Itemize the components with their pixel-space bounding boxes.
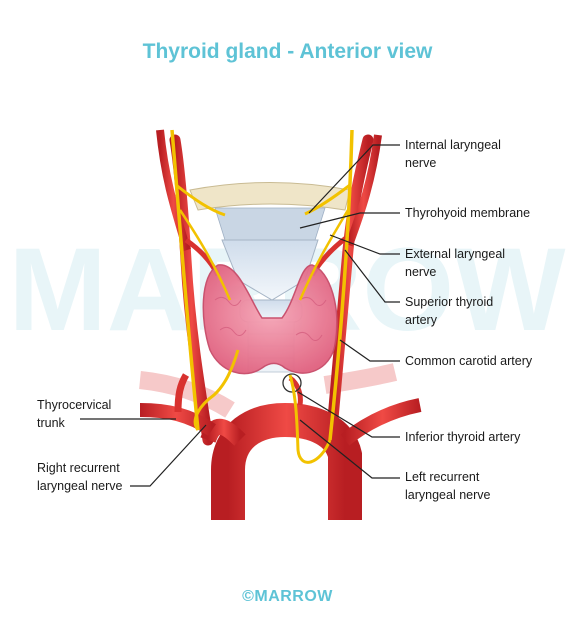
right-vagus-nerve [170, 129, 200, 431]
subclavian-vessel-left [139, 371, 235, 418]
label-thyrohyoid-membrane: Thyrohyoid membrane [405, 206, 531, 220]
left-vagus-nerve [328, 129, 354, 441]
label-right-recurrent-laryngeal-nerve: Right recurrent laryngeal nerve [37, 461, 123, 493]
right-external-carotid [156, 129, 191, 252]
left-external-carotid [345, 134, 382, 247]
left-external-laryngeal-nerve [298, 209, 350, 301]
left-subclavian-artery [340, 398, 422, 446]
right-internal-laryngeal-nerve [175, 183, 226, 217]
label-left-recurrent-laryngeal-nerve: Left recurrent laryngeal nerve [405, 470, 491, 502]
right-external-laryngeal-nerve [178, 209, 232, 301]
footer-brand: ©MARROW [242, 588, 333, 605]
label-external-laryngeal-nerve: External laryngeal nerve [405, 247, 506, 279]
right-common-carotid-artery [169, 134, 214, 446]
brachiocephalic-trunk [200, 418, 246, 446]
inferior-thyroid-artery-ring [282, 373, 302, 393]
thyrocervical-trunk-vessel [174, 373, 190, 413]
right-recurrent-laryngeal-nerve [193, 349, 240, 431]
label-internal-laryngeal-nerve: Internal laryngeal nerve [405, 138, 501, 170]
left-recurrent-laryngeal-nerve [288, 374, 332, 464]
hyoid-bone [189, 182, 351, 211]
label-superior-thyroid-artery: Superior thyroid artery [405, 295, 494, 327]
label-thyrocervical-trunk: Thyrocervical trunk [37, 398, 112, 430]
leader-lines [80, 144, 400, 487]
right-subclavian-artery [139, 403, 216, 436]
aortic-arch [211, 402, 362, 520]
thyroid-texture [214, 296, 327, 341]
label-inferior-thyroid-artery: Inferior thyroid artery [405, 430, 521, 444]
left-internal-laryngeal-nerve [304, 183, 351, 216]
diagram-title: Thyroid gland - Anterior view [142, 40, 433, 63]
label-common-carotid-artery: Common carotid artery [405, 354, 533, 368]
